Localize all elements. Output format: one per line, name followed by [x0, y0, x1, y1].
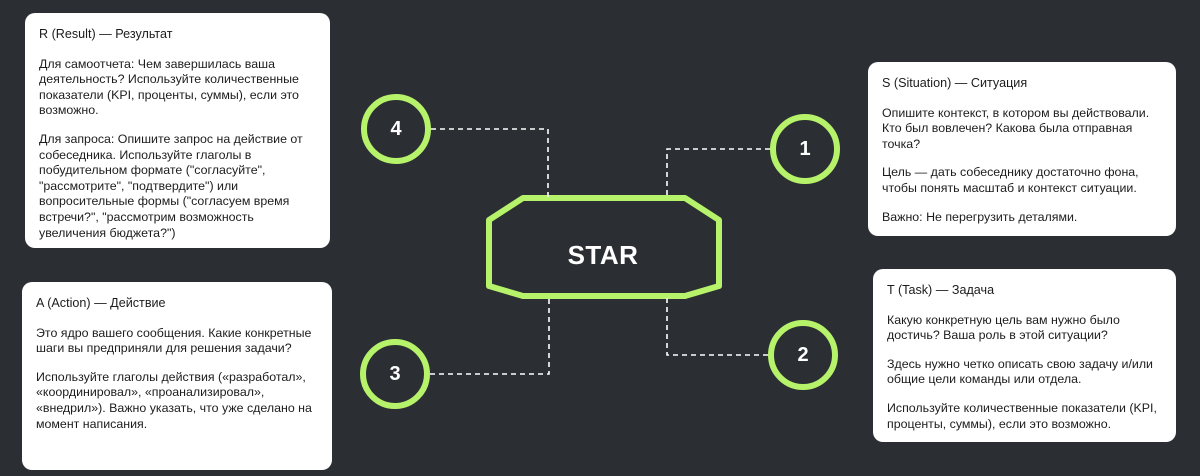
task-card-text: Здесь нужно четко описать свою задачу и/…: [887, 356, 1153, 387]
center-hexagon: [486, 195, 722, 299]
task-card-text: Используйте количественные показатели (K…: [887, 400, 1157, 431]
action-card-text: Это ядро вашего сообщения. Какие конкрет…: [36, 325, 312, 356]
step-number-3: 3: [389, 362, 401, 385]
connector-4: [431, 128, 549, 198]
step-circle-1: 1: [770, 114, 840, 184]
step-circle-3: 3: [360, 339, 430, 409]
situation-card-text: Важно: Не перегрузить деталями.: [882, 209, 1078, 224]
result-card-text: Для самоотчета: Чем завершилась ваша дея…: [39, 56, 299, 118]
result-card: R (Result) — Результат Для самоотчета: Ч…: [25, 13, 330, 248]
action-card: A (Action) — Действие Это ядро вашего со…: [22, 282, 332, 470]
result-card-text: Для запроса: Опишите запрос на действие …: [39, 131, 303, 240]
action-card-text: Используйте глаголы действия («разработа…: [36, 369, 312, 431]
situation-card-text: Цель — дать собеседнику достаточно фона,…: [882, 165, 1139, 195]
situation-card: S (Situation) — Ситуация Опишите контекс…: [868, 62, 1176, 236]
connector-3: [430, 296, 550, 375]
task-card: T (Task) — Задача Какую конкретную цель …: [873, 269, 1176, 442]
action-card-title: A (Action) — Действие: [36, 296, 166, 310]
connector-1: [666, 148, 770, 198]
task-card-text: Какую конкретную цель вам нужно было дос…: [887, 312, 1120, 343]
result-card-title: R (Result) — Результат: [39, 27, 173, 41]
step-circle-4: 4: [361, 94, 431, 164]
connector-2: [666, 296, 768, 356]
step-circle-2: 2: [768, 320, 838, 390]
center-label: STAR: [567, 239, 639, 270]
situation-card-title: S (Situation) — Ситуация: [882, 76, 1028, 90]
task-card-title: T (Task) — Задача: [887, 283, 995, 297]
step-number-1: 1: [799, 137, 811, 160]
situation-card-text: Опишите контекст, в котором вы действова…: [882, 105, 1150, 151]
step-number-4: 4: [390, 117, 402, 140]
step-number-2: 2: [797, 343, 809, 366]
